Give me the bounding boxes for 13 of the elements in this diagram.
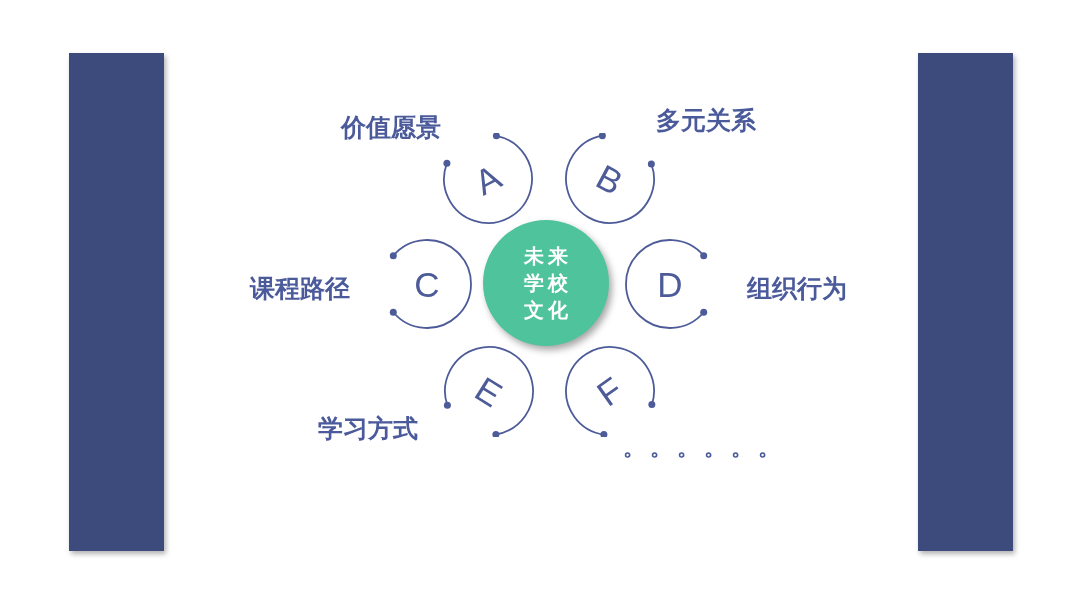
node-letter: B <box>591 158 629 200</box>
center-title: 未来学校文化 <box>523 243 573 323</box>
topic-label: 价值愿景 <box>341 112 441 142</box>
topic-label: 多元关系 <box>656 105 756 135</box>
topic-label: 课程路径 <box>250 273 350 303</box>
topic-label: 组织行为 <box>747 273 847 303</box>
node-letter: C <box>414 266 440 302</box>
node-letter: F <box>591 370 629 412</box>
node-letter: A <box>469 158 507 200</box>
ellipsis-text: 。。。。。。 <box>623 437 785 459</box>
node-letter: D <box>657 266 683 302</box>
node-letter: E <box>469 369 509 413</box>
topic-label: 学习方式 <box>318 413 418 443</box>
